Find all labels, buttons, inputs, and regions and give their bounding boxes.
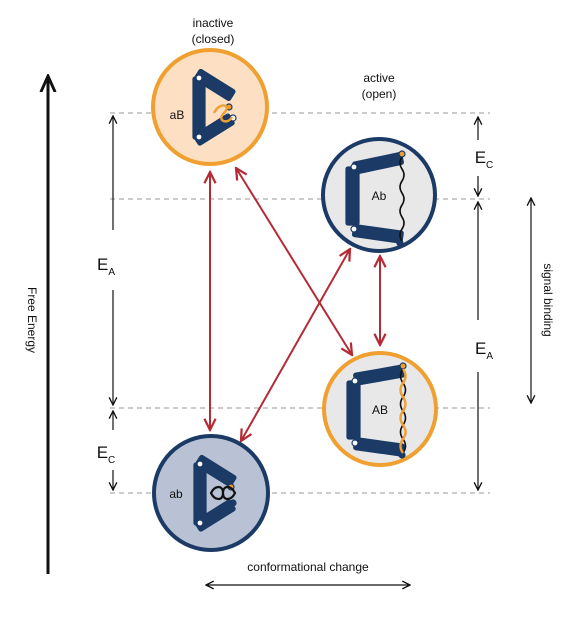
tether-icon [399, 156, 405, 242]
state-Ab-label: Ab [372, 189, 387, 203]
inactive-label: inactive [193, 16, 234, 30]
state-ab: ab [152, 434, 270, 552]
transition-arrows [210, 168, 380, 441]
open-protein-icon [345, 150, 406, 247]
active-label: active [363, 71, 395, 85]
ec-left-label: EC [97, 443, 116, 466]
energy-level-lines [110, 112, 490, 494]
state-Ab: Ab [321, 137, 437, 253]
conformational-change-label: conformational change [247, 560, 369, 574]
closed-protein-icon-2 [193, 454, 237, 532]
state-AB-label: AB [372, 403, 388, 417]
state-aB-circle [151, 48, 269, 166]
ec-right-label: EC [475, 148, 494, 171]
arrow-ab-Ab [241, 249, 350, 441]
knot-icon [209, 485, 237, 501]
coil-icon [212, 104, 234, 123]
state-aB: aB [151, 48, 269, 166]
ea-right-label: EA [475, 339, 493, 362]
state-aB-label: aB [170, 108, 185, 122]
open-label: (open) [362, 87, 397, 101]
signal-binding-label: signal binding [541, 263, 555, 336]
tether-orange-icon [399, 368, 407, 454]
state-ab-label: ab [169, 487, 183, 501]
state-AB: AB [322, 351, 438, 467]
closed-label: (closed) [192, 32, 235, 46]
ea-left-label: EA [97, 255, 115, 278]
open-protein-bound-icon [346, 362, 407, 459]
free-energy-label: Free Energy [25, 287, 39, 353]
